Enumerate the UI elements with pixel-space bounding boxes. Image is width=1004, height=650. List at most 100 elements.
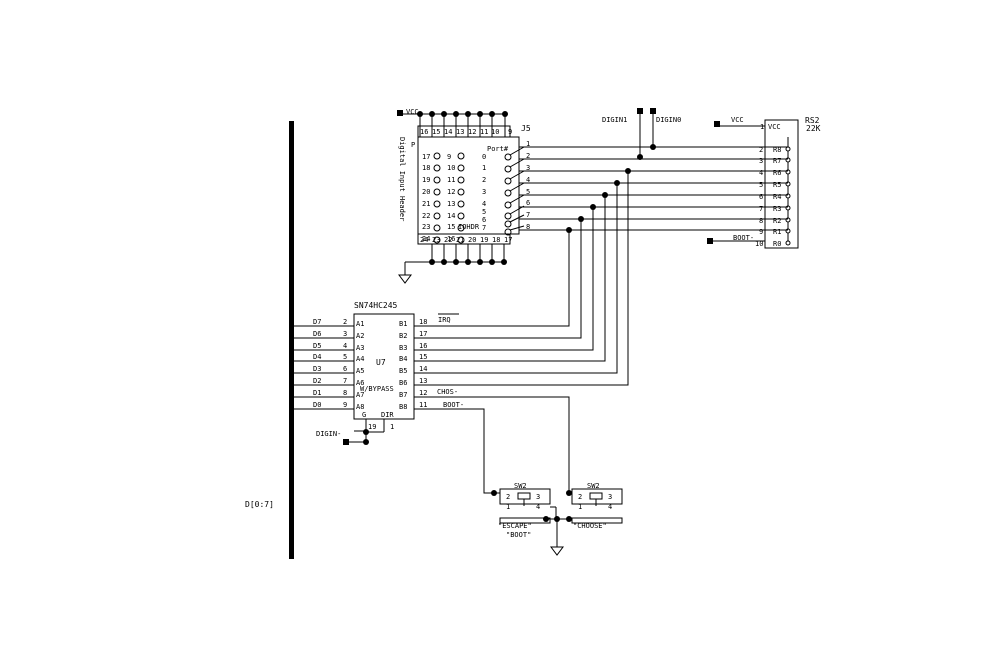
escape-switch: SW2 2 3 1 4 "ESCAPE" "BOOT" xyxy=(498,482,551,539)
j5-inner-pin: 9 xyxy=(447,153,451,161)
choose-switch: SW2 2 3 1 4 "CHOOSE" xyxy=(571,482,623,530)
rs2-ref: RS2 xyxy=(805,116,820,125)
j5-corner: P xyxy=(411,141,415,149)
rs2-pin: 2 xyxy=(759,146,763,154)
choose-minus-label: CHOS- xyxy=(437,388,458,396)
j5-right-pin: 8 xyxy=(526,223,530,231)
u7-pin-number: 12 xyxy=(419,389,427,397)
j5-port-heading: Port# xyxy=(487,145,509,153)
u7-pin-name: B3 xyxy=(399,344,407,352)
rs2-com-label: VCC xyxy=(768,123,781,131)
u7-pin-number: 14 xyxy=(419,365,427,373)
switch-pin: 3 xyxy=(536,493,540,501)
j5-right-pin: 2 xyxy=(526,152,530,160)
digin1-label: DIGIN1 xyxy=(602,116,627,124)
j5-right-pin: 5 xyxy=(526,188,530,196)
rs2-resistor-label: R1 xyxy=(773,228,781,236)
rs2-pin: 5 xyxy=(759,181,763,189)
j5-bottom-pin: 21 xyxy=(456,236,464,244)
digin1-flag xyxy=(637,108,643,114)
boot-net-label: BOOT- xyxy=(443,401,464,409)
j5-inner-pin: 16 xyxy=(447,235,455,243)
u7-pin-name: B4 xyxy=(399,355,407,363)
rs2-resistor-label: R2 xyxy=(773,217,781,225)
switch-pin: 2 xyxy=(506,493,510,501)
vcc-flag-j5 xyxy=(397,110,403,116)
u7-net-label: D2 xyxy=(313,377,321,385)
j5-right-pin: 1 xyxy=(526,140,530,148)
u7-pin-number: 11 xyxy=(419,401,427,409)
switch-ref: SW2 xyxy=(587,482,600,490)
u7-pin-number: 3 xyxy=(343,330,347,338)
j5-inner-pin: 14 xyxy=(447,212,455,220)
digin-minus-flag xyxy=(343,439,349,445)
j5-top-pin-11: 11 xyxy=(480,128,488,136)
rs2-pin: 3 xyxy=(759,157,763,165)
j5-port-number: 0 xyxy=(482,153,486,161)
j5-port-number: 4 xyxy=(482,200,486,208)
j5-right-pin: 6 xyxy=(526,199,530,207)
u7-buffer: SN74HC245 U7 W/BYPASS D7 D6 D5 D4 D3 D2 … xyxy=(294,301,427,445)
u7-net-label: D3 xyxy=(313,365,321,373)
j5-port-number: 3 xyxy=(482,188,486,196)
j5-top-pin-16: 16 xyxy=(420,128,428,136)
j5-port-number: 1 xyxy=(482,164,486,172)
j5-port-number: 2 xyxy=(482,176,486,184)
j5-header: VCC 16 15 14 13 12 11 10 9 J5 P Port# Di… xyxy=(397,108,531,284)
u7-pin-number: 18 xyxy=(419,318,427,326)
u7-pin-name: B5 xyxy=(399,367,407,375)
ground-symbol xyxy=(398,274,412,284)
rs2-pin: 6 xyxy=(759,193,763,201)
u7-pin-name: B7 xyxy=(399,391,407,399)
j5-top-pin-15: 15 xyxy=(432,128,440,136)
u7-pin-name: A1 xyxy=(356,320,364,328)
rs2-resistor-label: R8 xyxy=(773,146,781,154)
u7-pin-number: 6 xyxy=(343,365,347,373)
rs2-pin: 4 xyxy=(759,169,763,177)
u7-pin-number: 7 xyxy=(343,377,347,385)
j5-left-pin: 20 xyxy=(422,188,430,196)
u7-pin-name: A3 xyxy=(356,344,364,352)
rs2-pin: 9 xyxy=(759,228,763,236)
j5-bottom-pin: 17 xyxy=(504,236,512,244)
u7-net-label: D5 xyxy=(313,342,321,350)
rs2-resistor-label: R7 xyxy=(773,157,781,165)
u7-net-label: D6 xyxy=(313,330,321,338)
vcc-label-rs2: VCC xyxy=(731,116,744,124)
switch-caption: "CHOOSE" xyxy=(573,522,607,530)
bus-label: D[0:7] xyxy=(245,500,274,509)
u7-pin-name: A8 xyxy=(356,403,364,411)
j5-inner-pin: 15 xyxy=(447,223,455,231)
switch-pin: 1 xyxy=(578,503,582,511)
u7-pin-name: B6 xyxy=(399,379,407,387)
u7-pin-number: 9 xyxy=(343,401,347,409)
u7-net-label: D0 xyxy=(313,401,321,409)
j5-inner-pin: 13 xyxy=(447,200,455,208)
j5-ref: J5 xyxy=(521,124,531,133)
u7-pin-number: 13 xyxy=(419,377,427,385)
j5-left-pin: 23 xyxy=(422,223,430,231)
rs2-resistor-label: R0 xyxy=(773,240,781,248)
u7-pin-number: 16 xyxy=(419,342,427,350)
u7-pin-name: A7 xyxy=(356,391,364,399)
u7-pin-name: A2 xyxy=(356,332,364,340)
digin0-flag xyxy=(650,108,656,114)
u7-dir-label: DIR xyxy=(381,411,394,419)
j5-top-pin-9: 9 xyxy=(508,128,512,136)
u7-pin-number: 17 xyxy=(419,330,427,338)
j5-port-number: 6 xyxy=(482,216,486,224)
j5-port-number: 5 xyxy=(482,208,486,216)
u7-ref: U7 xyxy=(376,358,386,367)
vcc-label-j5: VCC xyxy=(406,108,419,116)
switch-pin: 2 xyxy=(578,493,582,501)
digin-minus-label: DIGIN- xyxy=(316,430,341,438)
rs2-resistor-label: R5 xyxy=(773,181,781,189)
j5-left-pin: 24 xyxy=(422,235,430,243)
switch-pin: 4 xyxy=(608,503,612,511)
u7-pin-number: 4 xyxy=(343,342,347,350)
j5-bottom-pin: 22 xyxy=(444,236,452,244)
rs2-value: 22K xyxy=(806,124,821,133)
rs2-resistor-label: R6 xyxy=(773,169,781,177)
switch-pin: 4 xyxy=(536,503,540,511)
j5-left-pin: 19 xyxy=(422,176,430,184)
